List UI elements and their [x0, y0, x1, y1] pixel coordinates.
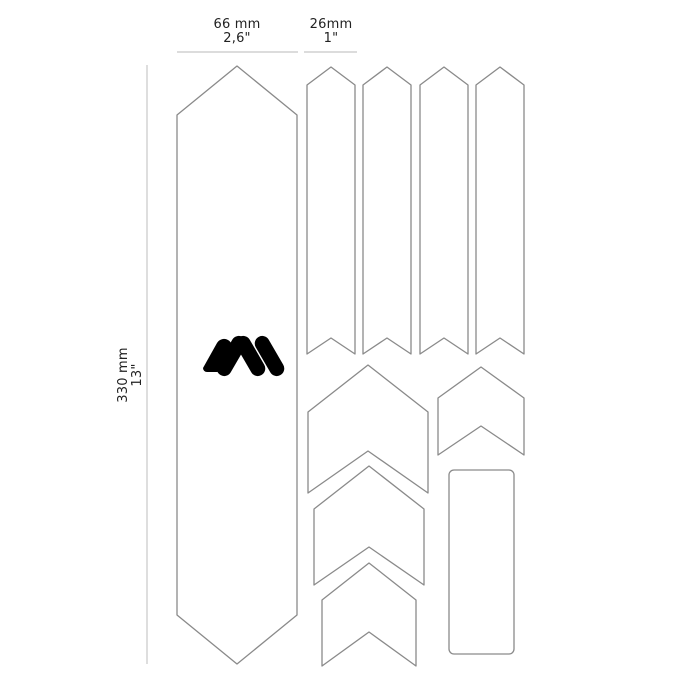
large-strip-height-imperial: 13" [130, 363, 145, 387]
rectangle-piece [448, 469, 515, 655]
narrow-strip-width-metric: 26mm [309, 17, 353, 32]
large-strip-width-metric: 66 mm [213, 17, 261, 32]
narrow-strips [306, 66, 525, 355]
narrow-strip-4 [475, 66, 525, 355]
large-strip-height-label: 330 mm 13" [116, 325, 147, 425]
chevron-small-bottom [321, 562, 417, 667]
large-strip-height-metric: 330 mm [116, 347, 131, 403]
large-strip-width-imperial: 2,6" [223, 31, 251, 46]
chevron-medium [313, 465, 425, 586]
dimension-lines [146, 51, 357, 664]
narrow-strip-width-label: 26mm 1" [296, 18, 366, 46]
chevron-small-right [437, 366, 525, 456]
ams-logo-icon [203, 335, 285, 377]
narrow-strip-2 [362, 66, 412, 355]
chevron-pieces [307, 364, 525, 667]
large-strip-width-label: 66 mm 2,6" [187, 18, 287, 46]
large-strip [176, 65, 298, 665]
narrow-strip-3 [419, 66, 469, 355]
chevron-large [307, 364, 429, 494]
narrow-strip-1 [306, 66, 356, 355]
narrow-strip-width-imperial: 1" [323, 31, 339, 46]
